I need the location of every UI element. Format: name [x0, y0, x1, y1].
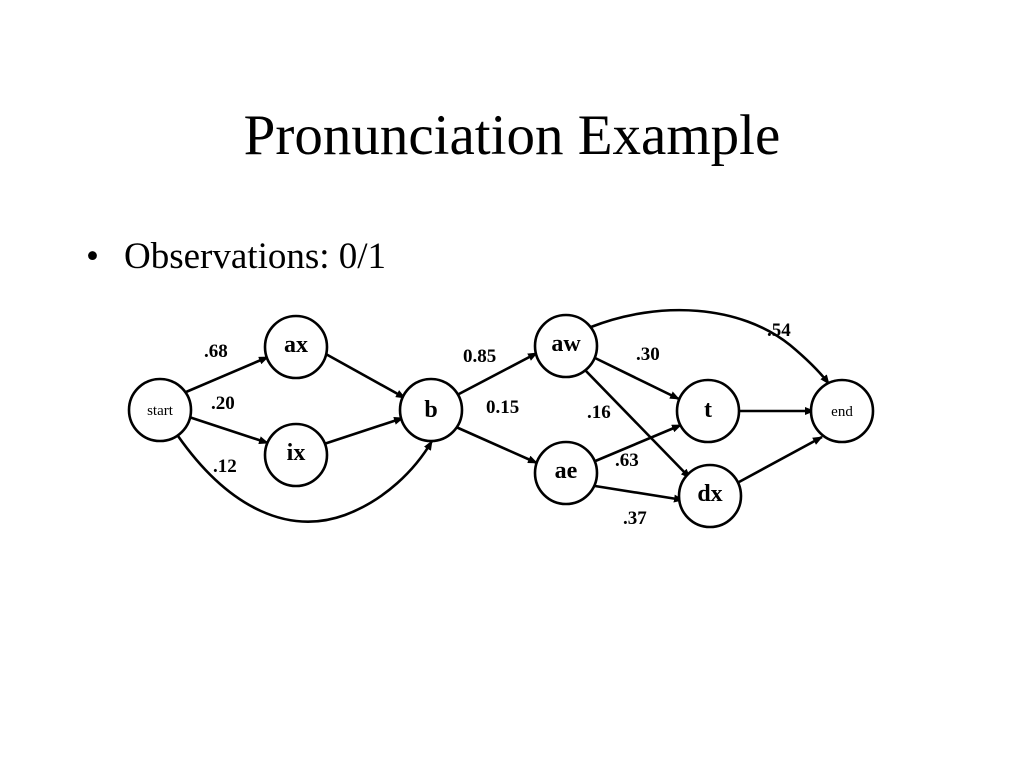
- node-ix: ix: [263, 422, 329, 488]
- edge-b-ae: [455, 425, 538, 465]
- node-start: start: [127, 377, 193, 443]
- node-label-start: start: [147, 403, 174, 419]
- edge-b-aw: [456, 351, 538, 397]
- edge-ix-b: [323, 416, 404, 446]
- node-label-dx: dx: [697, 481, 722, 507]
- edge-aw-t: [592, 355, 680, 401]
- edge-label-b-ae: 0.15: [486, 397, 519, 418]
- edge-label-start-ix: .20: [211, 393, 235, 414]
- node-end: end: [809, 378, 875, 444]
- node-label-aw: aw: [551, 331, 581, 357]
- edge-aw-end: [590, 308, 831, 385]
- edge-aw-dx: [584, 369, 691, 479]
- bullet-marker: •: [86, 236, 99, 277]
- node-dx: dx: [677, 463, 743, 529]
- edge-ae-t: [592, 423, 682, 464]
- node-b: b: [398, 377, 464, 443]
- node-label-end: end: [831, 404, 853, 420]
- edge-dx-end: [738, 435, 823, 484]
- node-aw: aw: [533, 313, 599, 379]
- edge-label-start-b: .12: [213, 456, 237, 477]
- node-label-ix: ix: [287, 440, 306, 466]
- edge-ae-dx: [594, 484, 684, 503]
- edge-label-aw-end: .54: [767, 320, 791, 341]
- edge-ax-b: [323, 351, 406, 400]
- edge-start-ix: [188, 415, 269, 445]
- bullet-text: Observations: 0/1: [124, 236, 387, 277]
- node-ax: ax: [263, 314, 329, 380]
- bullet-item: • Observations: 0/1: [86, 233, 386, 281]
- edge-label-aw-t: .30: [636, 344, 660, 365]
- node-ae: ae: [533, 440, 599, 506]
- edge-label-ae-dx: .37: [623, 508, 647, 529]
- node-label-ax: ax: [284, 332, 308, 358]
- edge-start-b: [176, 435, 434, 523]
- edge-start-ax: [185, 355, 269, 394]
- edge-label-start-ax: .68: [204, 341, 228, 362]
- edge-label-b-aw: 0.85: [463, 346, 496, 367]
- edge-label-aw-dx: .16: [587, 402, 611, 423]
- node-label-t: t: [704, 397, 712, 423]
- node-t: t: [675, 378, 741, 444]
- edge-label-ae-t: .63: [615, 450, 639, 471]
- slide-title: Pronunciation Example: [243, 104, 781, 167]
- node-label-ae: ae: [555, 458, 578, 484]
- node-label-b: b: [424, 397, 437, 423]
